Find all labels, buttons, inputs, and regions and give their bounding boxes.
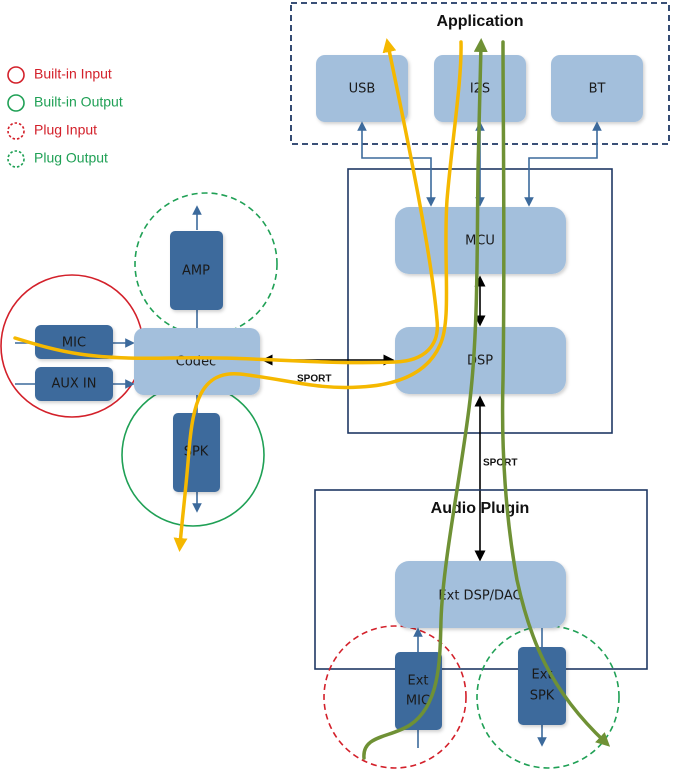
bt-mcu-connector bbox=[524, 121, 602, 207]
usb-label: USB bbox=[349, 82, 376, 97]
amp-label: AMP bbox=[182, 264, 210, 279]
legend-item-plug-input: Plug Input bbox=[7, 122, 97, 140]
ext-dsp-block: Ext DSP/DAC bbox=[395, 561, 566, 628]
usb-block: USB bbox=[316, 55, 408, 122]
audio-plugin-title: Audio Plugin bbox=[431, 500, 530, 517]
audio-plugin-frame bbox=[314, 489, 648, 670]
aux-in-block: AUX IN bbox=[35, 367, 113, 401]
application-title: Application bbox=[436, 13, 523, 30]
amp-block: AMP bbox=[170, 231, 223, 310]
legend-label: Built-in Output bbox=[34, 94, 123, 110]
bt-block: BT bbox=[551, 55, 643, 122]
ext-dsp-label: Ext DSP/DAC bbox=[438, 589, 521, 604]
dashed-green-circle-icon bbox=[7, 150, 25, 168]
i2s-to-ext-spk-path bbox=[500, 40, 611, 747]
spk-block: SPK bbox=[173, 413, 220, 492]
dashed-red-circle-icon bbox=[7, 122, 25, 140]
legend-label: Plug Output bbox=[34, 150, 108, 166]
legend-label: Built-in Input bbox=[34, 66, 112, 82]
mcu-label: MCU bbox=[465, 234, 495, 249]
mcu-block: MCU bbox=[395, 207, 566, 274]
legend-label: Plug Input bbox=[34, 122, 97, 138]
legend: Built-in Input Built-in Output Plug Inpu… bbox=[7, 66, 123, 168]
sport-label-codec-dsp: SPORT bbox=[297, 374, 331, 385]
ext-spk-block: Ext SPK bbox=[518, 647, 566, 725]
legend-item-plug-output: Plug Output bbox=[7, 150, 108, 168]
bt-label: BT bbox=[589, 82, 606, 97]
aux-in-label: AUX IN bbox=[51, 377, 96, 392]
ext-mic-block: Ext MIC bbox=[395, 652, 442, 730]
ext-mic-to-i2s-path bbox=[362, 38, 488, 760]
sport-label-dsp-plugin: SPORT bbox=[483, 458, 517, 469]
codec-block: Codec bbox=[134, 328, 260, 395]
legend-item-builtin-input: Built-in Input bbox=[7, 66, 112, 84]
plugin-audio-paths bbox=[362, 38, 611, 760]
ext-spk-label-line2: SPK bbox=[530, 689, 555, 704]
dsp-block: DSP bbox=[395, 327, 566, 394]
ext-mic-label-line1: Ext bbox=[407, 674, 428, 689]
solid-green-circle-icon bbox=[7, 94, 25, 112]
audio-plugin-group: Audio Plugin Ext DSP/DAC Ext MIC Ext SPK bbox=[314, 489, 648, 769]
ext-mic-label-line2: MIC bbox=[406, 694, 430, 709]
legend-item-builtin-output: Built-in Output bbox=[7, 94, 123, 112]
dsp-label: DSP bbox=[467, 354, 493, 369]
usb-mcu-connector bbox=[357, 121, 436, 207]
builtin-audio-paths bbox=[13, 38, 463, 552]
mic-to-usb-path bbox=[13, 38, 440, 365]
plug-input-circle bbox=[323, 625, 467, 769]
solid-red-circle-icon bbox=[7, 66, 25, 84]
mic-label: MIC bbox=[62, 336, 86, 351]
i2s-to-spk-path bbox=[173, 40, 463, 552]
